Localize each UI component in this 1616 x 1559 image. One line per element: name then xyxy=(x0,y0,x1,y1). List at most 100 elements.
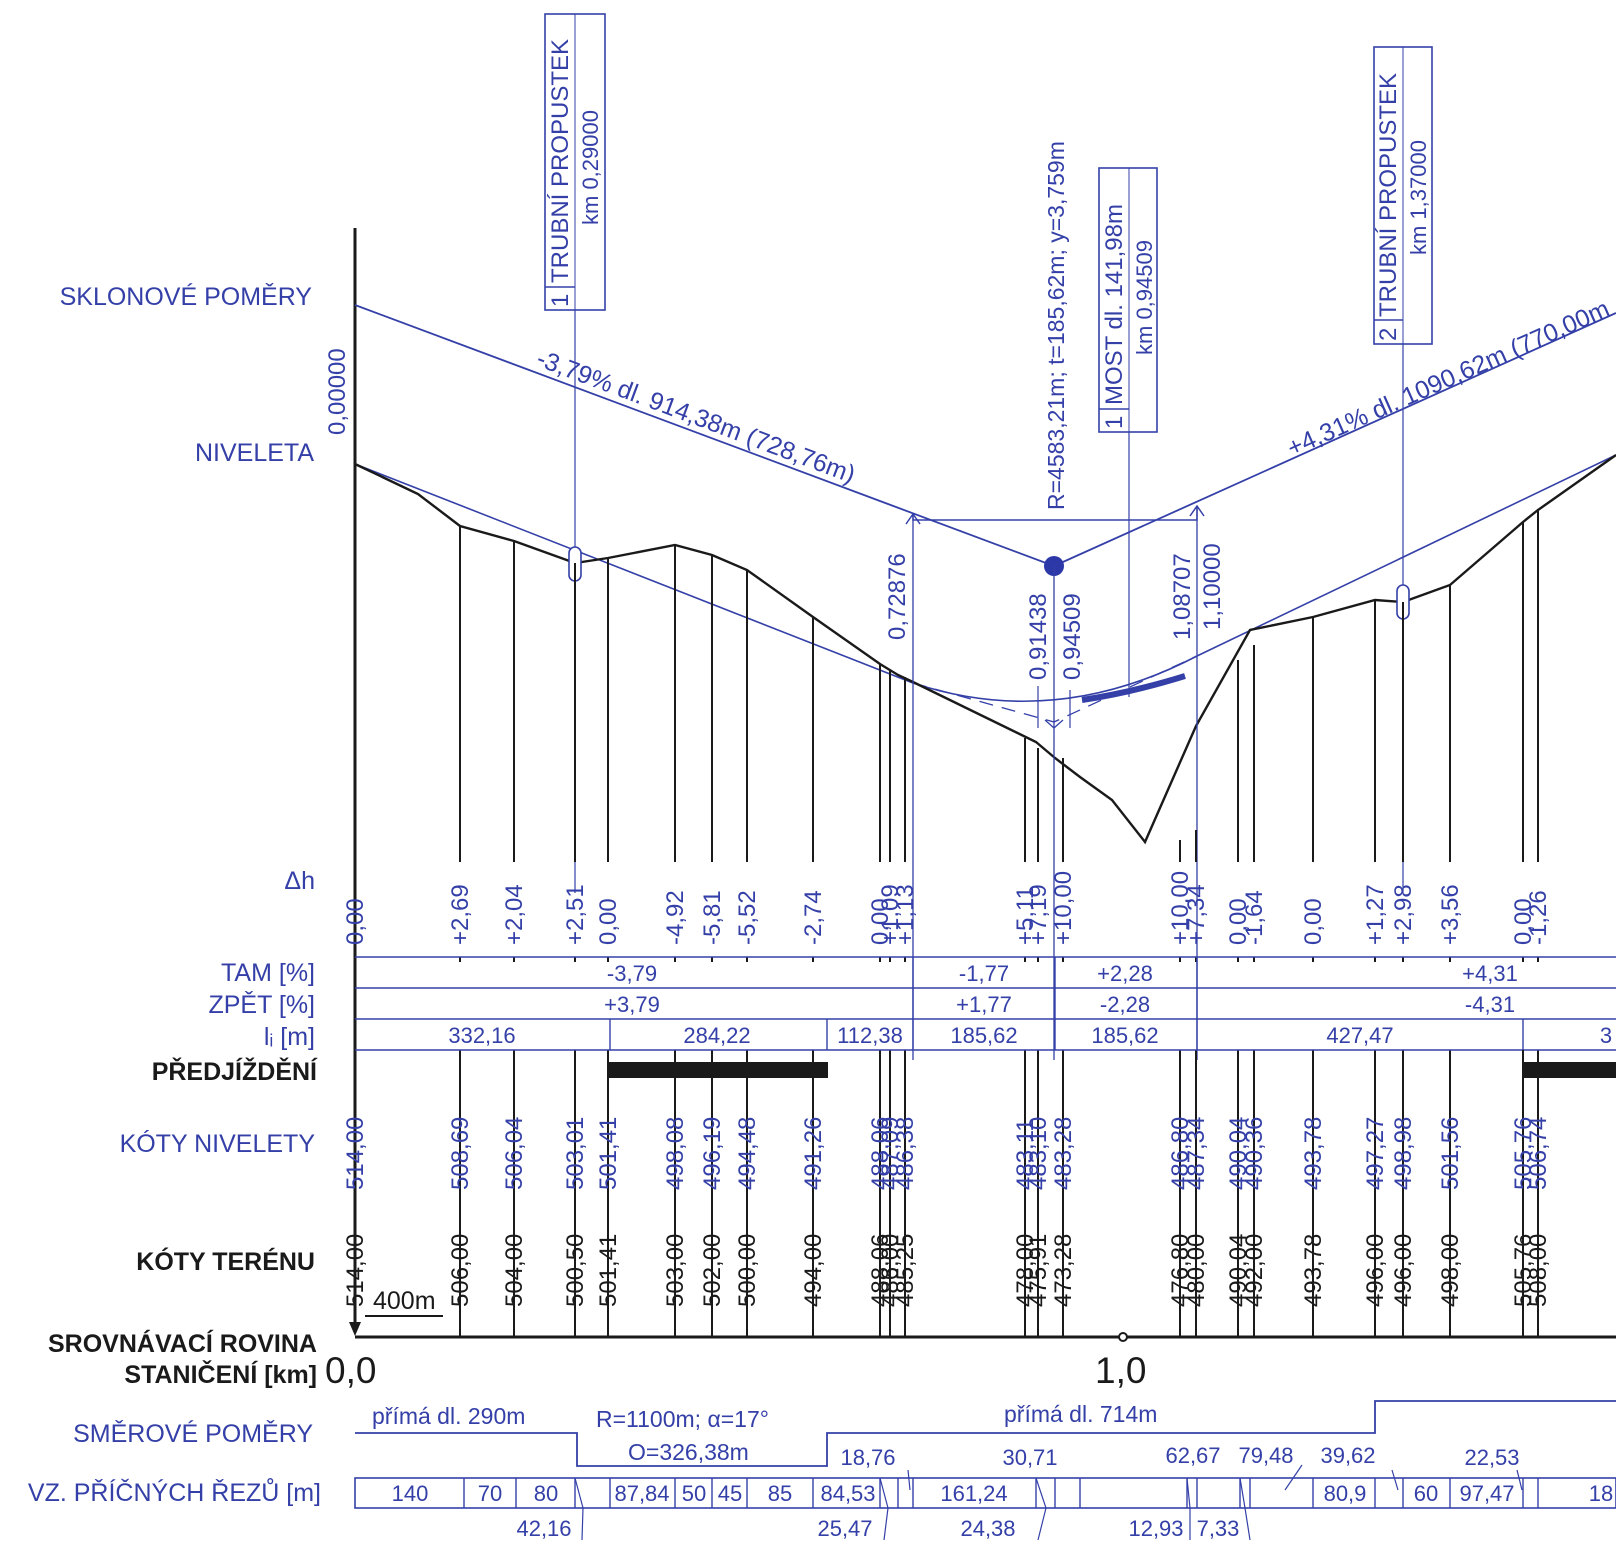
overtaking-bar-1 xyxy=(609,1062,828,1078)
station-teren: 494,00 xyxy=(800,1234,827,1307)
station-teren: 500,50 xyxy=(562,1234,589,1307)
svg-text:TRUBNÍ PROPUSTEK: TRUBNÍ PROPUSTEK xyxy=(547,39,574,283)
station-niveleta: 503,01 xyxy=(562,1117,589,1190)
station-niveleta: 488,06 xyxy=(867,1117,894,1190)
label-niveleta: NIVELETA xyxy=(195,439,314,467)
station-teren: 502,00 xyxy=(699,1234,726,1307)
object-bridge-1: 1 MOST dl. 141,98m km 0,94509 xyxy=(1098,167,1158,697)
label-predjizdeni: PŘEDJÍŽDĚNÍ xyxy=(152,1056,318,1086)
station-dh: -5,81 xyxy=(699,890,726,945)
station-niveleta: 501,41 xyxy=(595,1117,622,1190)
station-dh: 0,00 xyxy=(1300,898,1327,945)
svg-text:1: 1 xyxy=(1101,416,1128,429)
station-dh: +7,34 xyxy=(1183,884,1210,945)
station-niveleta: 501,56 xyxy=(1437,1117,1464,1190)
station-teren: 486,00 xyxy=(877,1234,904,1307)
station-niveleta: 491,26 xyxy=(800,1117,827,1190)
svg-text:přímá dl. 290m: přímá dl. 290m xyxy=(372,1403,525,1429)
station-dh: +2,04 xyxy=(501,884,528,945)
svg-text:0,91438: 0,91438 xyxy=(1025,593,1052,680)
station-teren: 485,25 xyxy=(892,1234,919,1307)
svg-text:-3,79: -3,79 xyxy=(607,961,657,986)
station-teren: 496,00 xyxy=(1362,1234,1389,1307)
station-dh: +10,00 xyxy=(1050,871,1077,945)
station-dh: +7,19 xyxy=(1025,884,1052,945)
svg-text:-2,28: -2,28 xyxy=(1100,992,1150,1017)
station-dh: +2,98 xyxy=(1390,884,1417,945)
svg-text:284,22: 284,22 xyxy=(683,1023,750,1048)
label-zpet: ZPĚT [%] xyxy=(208,990,315,1019)
svg-text:39,62: 39,62 xyxy=(1320,1443,1375,1468)
station-niveleta: 483,10 xyxy=(1025,1117,1052,1190)
station-teren: 505,76 xyxy=(1510,1234,1537,1307)
svg-text:427,47: 427,47 xyxy=(1326,1023,1393,1048)
station-niveleta: 483,11 xyxy=(1012,1118,1039,1190)
station-niveleta: 483,28 xyxy=(1050,1117,1077,1190)
grade-first-label: -3,79% dl. 914,38m (728,76m) xyxy=(533,344,859,488)
zpet-values: +3,79 +1,77 -2,28 -4,31 xyxy=(604,992,1515,1017)
svg-text:79,48: 79,48 xyxy=(1238,1443,1293,1468)
axis-arrow xyxy=(349,1322,361,1336)
station-teren: 498,00 xyxy=(1437,1234,1464,1307)
station-dh: +1,09 xyxy=(877,884,904,945)
station-dh: +2,69 xyxy=(447,884,474,945)
svg-text:45: 45 xyxy=(718,1481,742,1506)
station-dh: +1,13 xyxy=(892,884,919,945)
svg-text:12,93: 12,93 xyxy=(1128,1516,1183,1541)
station-teren: 493,78 xyxy=(1300,1234,1327,1307)
svg-text:87,84: 87,84 xyxy=(614,1481,669,1506)
svg-text:O=326,38m: O=326,38m xyxy=(628,1439,749,1465)
svg-text:42,16: 42,16 xyxy=(516,1516,571,1541)
point-stations: 0,72876 0,91438 0,94509 1,08707 1,10000 xyxy=(884,507,1226,1060)
station-niveleta: 508,69 xyxy=(447,1117,474,1190)
station-dh: -4,92 xyxy=(662,890,689,945)
station-dh: +2,51 xyxy=(562,884,589,945)
svg-text:80: 80 xyxy=(534,1481,558,1506)
band-table xyxy=(355,956,1616,1083)
station-teren: 473,28 xyxy=(1050,1234,1077,1307)
station-dh: -1,64 xyxy=(1241,890,1268,945)
terrain-line xyxy=(354,454,1616,845)
svg-text:+2,28: +2,28 xyxy=(1097,961,1153,986)
svg-text:97,47: 97,47 xyxy=(1459,1481,1514,1506)
svg-text:+3,79: +3,79 xyxy=(604,992,660,1017)
label-li: lᵢ [m] xyxy=(264,1023,315,1051)
km-marker xyxy=(1118,1332,1128,1342)
station-niveleta: 487,09 xyxy=(877,1117,904,1190)
station-niveleta: 494,48 xyxy=(734,1117,761,1190)
station-lines xyxy=(459,510,1539,1337)
svg-text:84,53: 84,53 xyxy=(820,1481,875,1506)
svg-text:185,62: 185,62 xyxy=(1091,1023,1158,1048)
svg-text:km 0,94509: km 0,94509 xyxy=(1132,240,1157,355)
station-teren: 508,00 xyxy=(1525,1234,1552,1307)
station-dh: 0,00 xyxy=(867,898,894,945)
svg-text:332,16: 332,16 xyxy=(448,1023,515,1048)
station-niveleta: 506,04 xyxy=(501,1117,528,1190)
station-niveleta: 490,36 xyxy=(1241,1117,1268,1190)
label-tam: TAM [%] xyxy=(221,959,315,987)
svg-text:112,38: 112,38 xyxy=(837,1023,903,1048)
svg-text:-1,77: -1,77 xyxy=(959,961,1009,986)
svg-text:50: 50 xyxy=(682,1481,706,1506)
alignment-diagram: přímá dl. 290m R=1100m; α=17° O=326,38m … xyxy=(355,1400,1616,1467)
svg-text:+1,77: +1,77 xyxy=(956,992,1012,1017)
station-niveleta: 505,76 xyxy=(1510,1117,1537,1190)
svg-text:7,33: 7,33 xyxy=(1197,1516,1240,1541)
station-teren: 488,06 xyxy=(867,1234,894,1307)
station-dh: -2,74 xyxy=(800,890,827,945)
svg-text:1,08707: 1,08707 xyxy=(1169,553,1196,640)
station-niveleta: 486,80 xyxy=(1167,1117,1194,1190)
station-dh: -5,52 xyxy=(734,890,761,945)
svg-text:+4,31: +4,31 xyxy=(1462,961,1518,986)
svg-text:30,71: 30,71 xyxy=(1002,1445,1057,1470)
station-teren: 506,00 xyxy=(447,1234,474,1307)
label-koty-nivelety: KÓTY NIVELETY xyxy=(120,1129,316,1158)
station-dh: 0,00 xyxy=(1225,898,1252,945)
svg-text:22,53: 22,53 xyxy=(1464,1445,1519,1470)
svg-text:0,94509: 0,94509 xyxy=(1059,593,1086,680)
object-culvert-1: 1 TRUBNÍ PROPUSTEK km 0,29000 xyxy=(544,13,606,893)
station-teren: 490,04 xyxy=(1225,1234,1252,1307)
svg-text:140: 140 xyxy=(392,1481,429,1506)
datum-height: 400m xyxy=(373,1287,436,1315)
station-niveleta: 496,19 xyxy=(699,1117,726,1190)
